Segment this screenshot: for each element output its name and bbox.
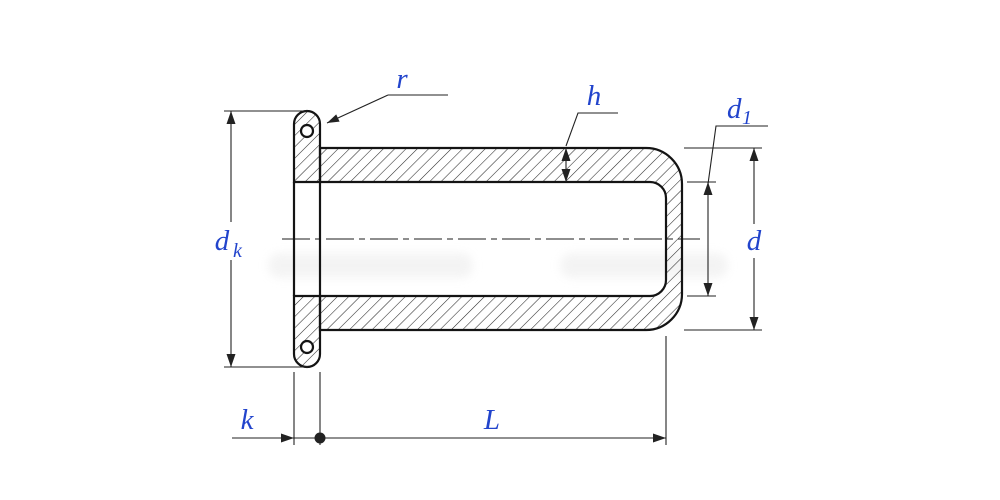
label-bore-diameter-sub: 1 <box>742 107 752 129</box>
arrowhead <box>653 433 666 443</box>
arrowhead <box>703 182 713 195</box>
label-head-diameter: d <box>215 225 230 257</box>
arrowhead <box>561 148 571 161</box>
rivet-tube-wall <box>318 146 684 332</box>
dimension-r: r <box>326 63 448 124</box>
watermark-blob <box>268 253 473 278</box>
dimension-h: h <box>561 80 618 182</box>
rivet-flange-bottom <box>292 294 322 369</box>
arrowhead <box>226 354 236 367</box>
arrowhead <box>226 111 236 124</box>
arrowhead <box>281 433 294 443</box>
rivet-flange-top <box>292 109 322 184</box>
label-bore-diameter: d <box>727 93 742 125</box>
label-wall-thickness: h <box>587 80 602 112</box>
watermark-blob <box>560 253 728 278</box>
dimension-d1: d 1 <box>687 93 768 297</box>
leader-line <box>707 125 768 185</box>
origin-dot <box>314 432 326 444</box>
label-head-diameter-sub: k <box>233 240 243 262</box>
label-radius: r <box>396 63 408 95</box>
arrowhead <box>327 114 340 123</box>
arrowhead <box>749 317 759 330</box>
dimension-L: L <box>314 336 667 445</box>
dimension-d: d <box>684 147 762 331</box>
arrowhead <box>703 283 713 296</box>
arrowhead <box>561 169 571 182</box>
dimension-dk: d k <box>215 110 308 368</box>
label-head-height: k <box>241 404 255 436</box>
dimension-k: k <box>232 372 320 445</box>
watermark-smudge <box>268 253 728 278</box>
leader-line <box>565 112 618 147</box>
arrowhead <box>749 148 759 161</box>
label-outer-diameter: d <box>747 225 762 257</box>
label-length: L <box>483 404 500 436</box>
